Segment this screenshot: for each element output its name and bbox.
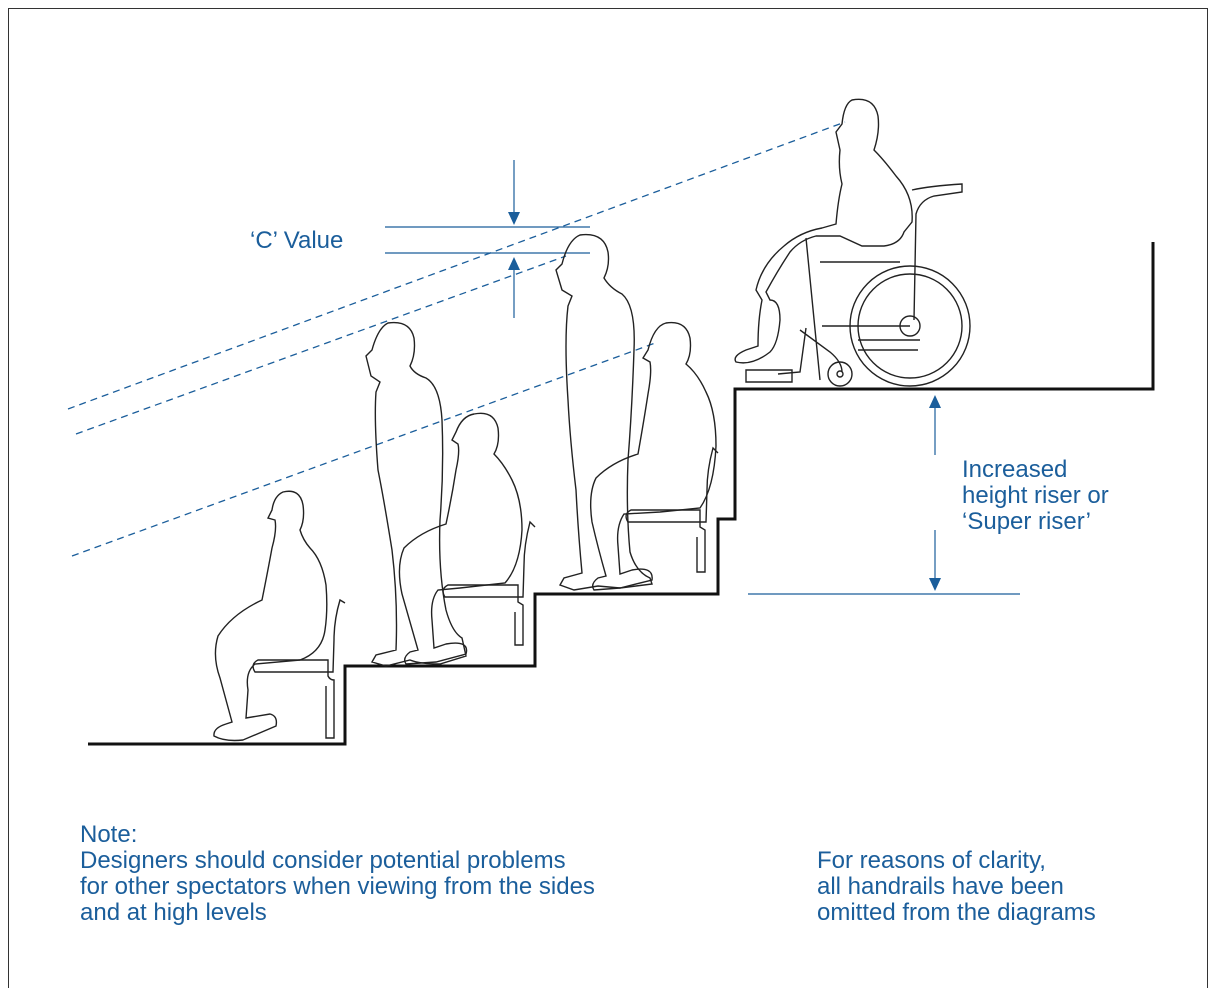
note-heading: Note: — [80, 821, 138, 848]
seated-person-lowest — [213, 490, 328, 742]
wheelchair-hub — [899, 315, 921, 337]
c-value-label: ‘C’ Value — [250, 227, 344, 254]
wheelchair-footrest — [745, 369, 793, 383]
super-riser-label-line-2: height riser or — [962, 482, 1109, 509]
seat-1 — [252, 598, 346, 739]
seated-person-middle — [398, 412, 523, 665]
standing-person-left — [365, 321, 467, 667]
sightline-seated-rear — [71, 341, 659, 557]
wheelchair-person — [734, 98, 913, 364]
sightline-standing-rear — [75, 255, 567, 435]
clarity-line-3: omitted from the diagrams — [817, 899, 1096, 926]
clarity-line-2: all handrails have been — [817, 873, 1064, 900]
clarity-note: For reasons of clarity, all handrails ha… — [817, 848, 1096, 926]
designers-note: Note: Designers should consider potentia… — [80, 822, 595, 926]
standing-person-right — [555, 233, 653, 591]
note-line-1: Designers should consider potential prob… — [80, 847, 566, 874]
diagram-frame — [8, 8, 1208, 988]
super-riser-label-line-3: ‘Super riser’ — [962, 508, 1091, 535]
wheelchair-large-wheel-inner — [857, 273, 963, 379]
wheelchair-user — [734, 98, 971, 387]
super-riser-label: Increased height riser or ‘Super riser’ — [962, 457, 1109, 535]
seat-2 — [442, 520, 536, 646]
note-line-3: and at high levels — [80, 899, 267, 926]
sightline-wheelchair — [67, 121, 846, 410]
super-riser-dimension — [748, 395, 1020, 595]
note-line-2: for other spectators when viewing from t… — [80, 873, 595, 900]
seated-person-upper — [589, 321, 717, 591]
c-value-dimension — [385, 160, 590, 318]
wheelchair-caster — [827, 361, 853, 387]
seat-3 — [625, 446, 719, 573]
sightlines — [67, 121, 846, 557]
clarity-line-1: For reasons of clarity, — [817, 847, 1046, 874]
wheelchair-large-wheel — [849, 265, 971, 387]
wheelchair-frame — [777, 183, 963, 381]
wheelchair-caster-hub — [836, 370, 844, 378]
super-riser-label-line-1: Increased — [962, 456, 1068, 483]
terrace-steps — [88, 242, 1155, 746]
